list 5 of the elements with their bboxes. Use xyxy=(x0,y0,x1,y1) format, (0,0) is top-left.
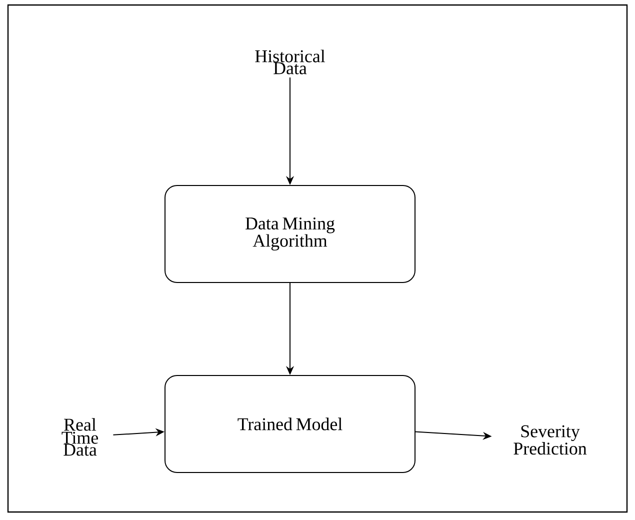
text-label: Historical Data xyxy=(255,50,326,74)
text-label: Severity Prediction xyxy=(514,425,587,455)
process-box: Trained Model xyxy=(164,374,416,473)
text-label: Real Time Data xyxy=(62,418,98,456)
process-box: Data Mining Algorithm xyxy=(164,184,416,283)
